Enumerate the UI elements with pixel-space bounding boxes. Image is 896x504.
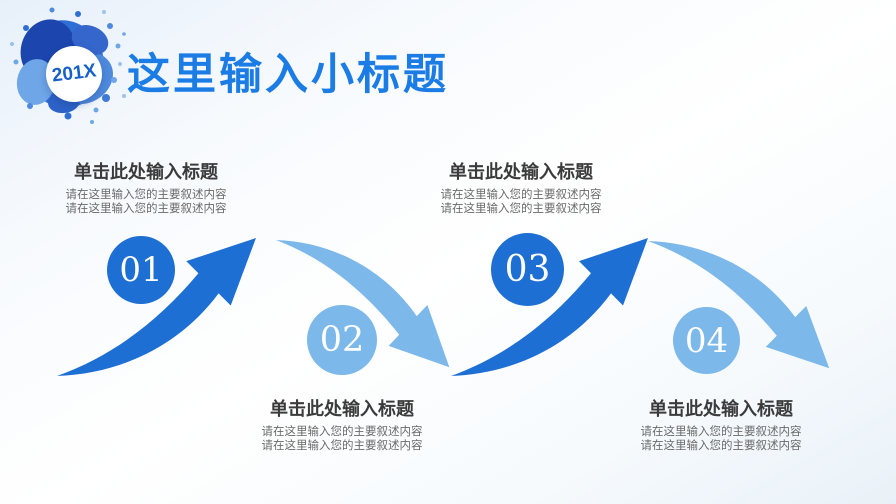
step-text-block-03: 单击此处输入标题 请在这里输入您的主要叙述内容 请在这里输入您的主要叙述内容: [411, 158, 631, 216]
step-number: 02: [319, 320, 365, 360]
step-desc-line: 请在这里输入您的主要叙述内容: [65, 189, 227, 201]
step-heading: 单击此处输入标题: [74, 162, 218, 182]
falling-arrow-path: [648, 241, 830, 369]
step-heading: 单击此处输入标题: [649, 399, 793, 419]
step-circle-03: 03: [491, 233, 564, 306]
step-desc-line: 请在这里输入您的主要叙述内容: [440, 203, 602, 215]
rising-arrow-icon: [57, 235, 259, 376]
step-circle-01: 01: [107, 236, 175, 304]
step-heading: 单击此处输入标题: [270, 399, 414, 419]
slide-title: 这里输入小标题: [127, 51, 449, 99]
step-number: 04: [684, 320, 729, 361]
rising-arrow-icon: [451, 235, 651, 376]
step-text-block-01: 单击此处输入标题 请在这里输入您的主要叙述内容 请在这里输入您的主要叙述内容: [36, 158, 256, 216]
year-badge: 201X: [46, 46, 102, 102]
step-desc-line: 请在这里输入您的主要叙述内容: [440, 189, 602, 201]
step-circle-02: 02: [307, 305, 377, 375]
step-number: 03: [504, 249, 551, 290]
falling-arrow-path: [276, 240, 450, 368]
step-desc-line: 请在这里输入您的主要叙述内容: [65, 203, 227, 215]
step-number: 01: [119, 250, 163, 290]
step-heading: 单击此处输入标题: [449, 162, 593, 182]
rising-arrow-path: [451, 238, 648, 376]
year-badge-label: 201X: [50, 60, 98, 87]
step-desc-line: 请在这里输入您的主要叙述内容: [261, 426, 423, 438]
logo: 201X: [6, 4, 130, 128]
rising-arrow-path: [57, 238, 256, 376]
falling-arrow-icon: [648, 241, 832, 371]
step-desc-line: 请在这里输入您的主要叙述内容: [640, 440, 802, 452]
step-text-block-02: 单击此处输入标题 请在这里输入您的主要叙述内容 请在这里输入您的主要叙述内容: [232, 395, 452, 453]
step-desc-line: 请在这里输入您的主要叙述内容: [640, 426, 802, 438]
step-text-block-04: 单击此处输入标题 请在这里输入您的主要叙述内容 请在这里输入您的主要叙述内容: [611, 395, 831, 453]
step-desc-line: 请在这里输入您的主要叙述内容: [261, 440, 423, 452]
falling-arrow-icon: [276, 240, 452, 370]
step-circle-04: 04: [673, 307, 740, 374]
